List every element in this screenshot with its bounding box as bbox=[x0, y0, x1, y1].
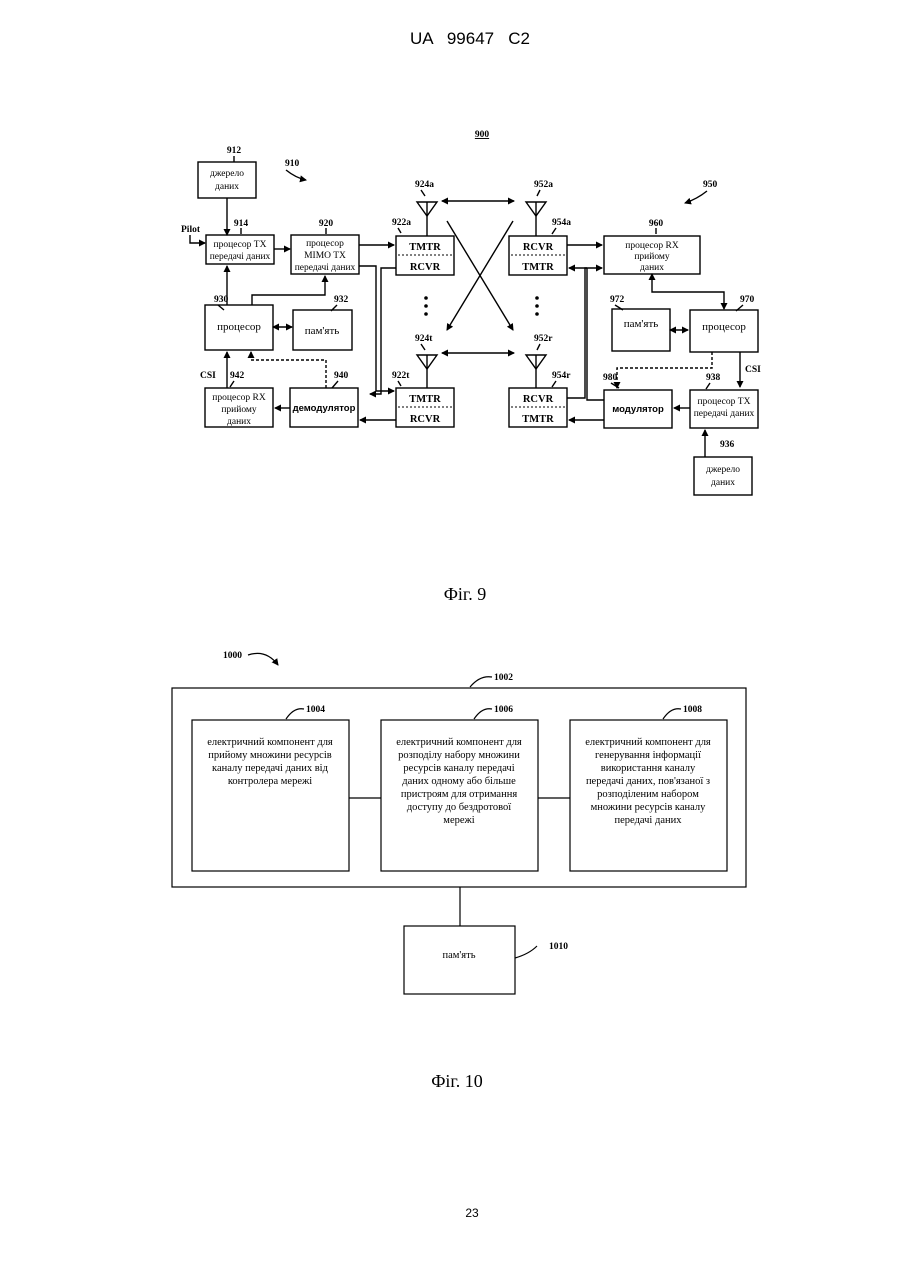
tx-938-l1: процесор TX bbox=[698, 397, 751, 407]
memory-932-text: пам'ять bbox=[305, 325, 340, 337]
csi-label-rx: CSI bbox=[745, 365, 761, 375]
pilot-label: Pilot bbox=[181, 225, 201, 235]
rcvr-922t: RCVR bbox=[410, 414, 441, 425]
ref-940: 940 bbox=[334, 371, 349, 381]
data-source-912 bbox=[198, 162, 256, 198]
component-1008-l3: використання каналу bbox=[601, 763, 696, 774]
ref-914: 914 bbox=[234, 219, 249, 229]
ref-970: 970 bbox=[740, 295, 755, 305]
memory-972-text: пам'ять bbox=[624, 318, 659, 330]
ref-1004: 1004 bbox=[306, 705, 325, 715]
component-1006-l4: даних одному або більше bbox=[402, 776, 516, 787]
figure-10: 1000 1002 1004 електричний компонент для… bbox=[172, 651, 746, 994]
data-source-936-l1: джерело bbox=[706, 465, 740, 475]
ref-952r: 952r bbox=[534, 334, 553, 344]
data-source-936 bbox=[694, 457, 752, 495]
data-source-912-l1: джерело bbox=[210, 169, 244, 179]
processor-970-text: процесор bbox=[702, 321, 746, 333]
component-1006-l1: електричний компонент для bbox=[396, 737, 522, 748]
ref-1010: 1010 bbox=[549, 942, 568, 952]
ref-924a: 924a bbox=[415, 180, 434, 190]
tmtr-954r: TMTR bbox=[522, 414, 554, 425]
component-1006-l7: мережі bbox=[443, 815, 474, 826]
memory-1010-text: пам'ять bbox=[442, 950, 475, 961]
tmtr-922a: TMTR bbox=[409, 242, 441, 253]
rx-960-l3: даних bbox=[640, 263, 664, 273]
component-1008-l5: розподіленим набором bbox=[597, 789, 699, 800]
component-1004-l1: електричний компонент для bbox=[207, 737, 333, 748]
ref-952a: 952a bbox=[534, 180, 553, 190]
data-source-912-l2: даних bbox=[215, 182, 239, 192]
rx-960-l2: прийому bbox=[634, 251, 670, 262]
tmtr-922t: TMTR bbox=[409, 394, 441, 405]
component-1008-l6: множини ресурсів каналу bbox=[591, 802, 707, 813]
component-1006-l5: пристроям для отримання bbox=[401, 789, 517, 800]
ref-954r: 954r bbox=[552, 371, 571, 381]
modulator-980-text: модулятор bbox=[612, 404, 664, 415]
rx-942-l1: процесор RX bbox=[212, 393, 266, 403]
tx-data-processor-914-l1: процесор TX bbox=[214, 240, 267, 250]
component-1008-l4: передачі даних, пов'язаної з bbox=[586, 776, 710, 787]
ref-1002: 1002 bbox=[494, 673, 513, 683]
ref-972: 972 bbox=[610, 295, 625, 305]
ref-922t: 922t bbox=[392, 371, 410, 381]
ref-960: 960 bbox=[649, 219, 664, 229]
ref-980: 980 bbox=[603, 373, 618, 383]
rcvr-954r: RCVR bbox=[523, 394, 554, 405]
page-number: 23 bbox=[465, 1206, 479, 1220]
csi-label-tx: CSI bbox=[200, 371, 216, 381]
processor-930-text: процесор bbox=[217, 321, 261, 333]
patent-number: UA 99647 C2 bbox=[410, 29, 530, 48]
tmtr-954a: TMTR bbox=[522, 262, 554, 273]
tx-938-l2: передачі даних bbox=[694, 409, 755, 419]
mimo-920-l1: процесор bbox=[306, 239, 344, 249]
component-1004-l2: прийому множини ресурсів bbox=[208, 750, 331, 761]
component-1008-l7: передачі даних bbox=[615, 815, 683, 826]
ref-920: 920 bbox=[319, 219, 334, 229]
ref-912: 912 bbox=[227, 146, 242, 156]
tx-data-processor-914-l2: передачі даних bbox=[210, 252, 271, 262]
rcvr-922a: RCVR bbox=[410, 262, 441, 273]
component-1006-l2: розподілу набору множини bbox=[398, 750, 520, 761]
fig9-caption: Фіг. 9 bbox=[444, 584, 487, 604]
memory-972 bbox=[612, 309, 670, 351]
ref-950: 950 bbox=[703, 180, 718, 190]
component-1004-l3: каналу передачі даних від bbox=[212, 763, 329, 774]
mimo-920-l3: передачі даних bbox=[295, 263, 356, 273]
ref-910: 910 bbox=[285, 159, 300, 169]
component-1008-l1: електричний компонент для bbox=[585, 737, 711, 748]
component-1008-l2: генерування інформації bbox=[595, 750, 701, 761]
rx-960-l1: процесор RX bbox=[625, 241, 679, 251]
ref-1006: 1006 bbox=[494, 705, 513, 715]
rx-942-l2: прийому bbox=[221, 404, 257, 415]
ref-922a: 922a bbox=[392, 218, 411, 228]
ref-900: 900 bbox=[475, 130, 490, 140]
ref-932: 932 bbox=[334, 295, 349, 305]
component-1004-l4: контролера мережі bbox=[228, 776, 312, 787]
ref-1008: 1008 bbox=[683, 705, 702, 715]
rcvr-954a: RCVR bbox=[523, 242, 554, 253]
fig10-caption: Фіг. 10 bbox=[431, 1071, 483, 1091]
ref-936: 936 bbox=[720, 440, 735, 450]
component-1006-l6: доступу до бездротової bbox=[407, 802, 511, 813]
ref-942: 942 bbox=[230, 371, 245, 381]
rx-942-l3: даних bbox=[227, 417, 251, 427]
data-source-936-l2: даних bbox=[711, 478, 735, 488]
ref-1000: 1000 bbox=[223, 651, 242, 661]
demodulator-940-text: демодулятор bbox=[293, 403, 356, 414]
mimo-920-l2: MIMO TX bbox=[304, 251, 346, 261]
component-1006-l3: ресурсів каналу передачі bbox=[403, 763, 514, 774]
ref-954a: 954a bbox=[552, 218, 571, 228]
container-1002 bbox=[172, 688, 746, 887]
figure-9: 900 910 950 912 джерело даних Pilot 914 … bbox=[181, 130, 761, 495]
ref-938: 938 bbox=[706, 373, 721, 383]
ref-924t: 924t bbox=[415, 334, 433, 344]
